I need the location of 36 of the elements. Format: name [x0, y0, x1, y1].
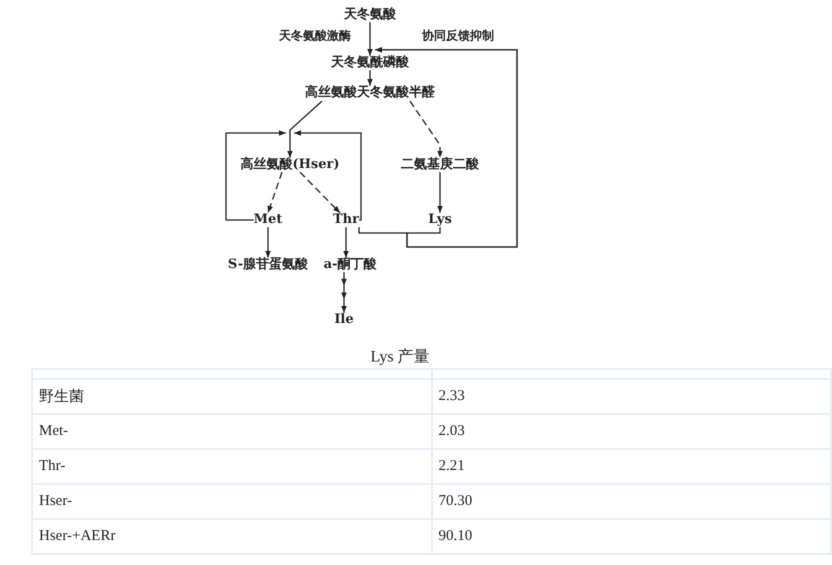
- arrow: [300, 172, 340, 214]
- arrow: [409, 100, 443, 158]
- table-cell: 70.30: [432, 484, 831, 519]
- metabolite-label: a-酮丁酸: [324, 258, 376, 272]
- table-cell: 2.21: [432, 449, 831, 484]
- metabolite-label: 高丝氨酸(Hser): [240, 158, 340, 172]
- metabolite-label: Lys: [428, 212, 452, 228]
- arrow: [265, 227, 271, 258]
- arrow: [343, 227, 349, 258]
- table-caption: Lys 产量: [370, 347, 430, 368]
- arrow: [287, 100, 322, 158]
- table-cell: Met-: [32, 414, 432, 449]
- table-cell: 90.10: [432, 519, 831, 554]
- table-cell: Hser-+AERr: [32, 519, 432, 554]
- table-cell: 2.03: [432, 414, 831, 449]
- metabolite-label: 二氨基庚二酸: [401, 158, 479, 172]
- metabolite-label: Met: [254, 212, 282, 228]
- arrow: [437, 172, 443, 213]
- table-cell: Thr-: [32, 449, 432, 484]
- metabolite-label: Ile: [334, 312, 354, 328]
- table-cell: 野生菌: [32, 379, 432, 414]
- table-cell: 2.33: [432, 379, 831, 414]
- edge-label: 天冬氨酸激酶: [279, 29, 351, 43]
- table-cell: Hser-: [32, 484, 432, 519]
- annotation-text: 协同反馈抑制: [422, 29, 494, 43]
- metabolite-label: Thr: [333, 212, 359, 228]
- metabolite-label: S-腺苷蛋氨酸: [228, 258, 308, 272]
- arrow: [341, 272, 347, 313]
- metabolite-label: 高丝氨酸天冬氨酸半醛: [305, 86, 435, 100]
- arrow: [367, 70, 373, 86]
- arrow: [267, 172, 283, 214]
- metabolite-label: 天冬氨酰磷酸: [331, 56, 409, 70]
- metabolite-label: 天冬氨酸: [344, 8, 396, 22]
- arrow: [294, 130, 362, 221]
- arrow: [367, 22, 373, 56]
- arrow: [225, 130, 286, 221]
